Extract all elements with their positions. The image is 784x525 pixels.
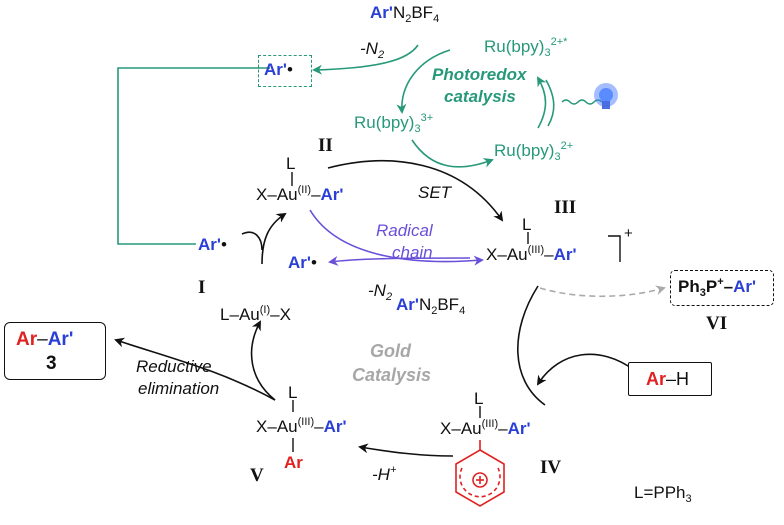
arrow-arene-to-IV (536, 353, 635, 386)
arenium-ring (455, 440, 505, 507)
photoredox-arrow-left (396, 49, 451, 114)
diazonium-to-radical-arrow (312, 44, 419, 75)
II-L: L (286, 154, 296, 173)
radical-chain-1: Radical (376, 221, 433, 240)
label-III: III (554, 197, 577, 218)
gold-label-2: Catalysis (352, 365, 432, 385)
reductive-label-2: elimination (138, 379, 220, 398)
II-complex: X–Au(II)–Ar' (256, 184, 344, 204)
IV-L: L (474, 389, 484, 408)
gold-label-1: Gold (370, 341, 411, 361)
V-aryl: Ar (284, 453, 303, 472)
arrow-III-to-IV (517, 285, 546, 406)
ru-ground: Ru(bpy)32+ (494, 140, 574, 163)
bond-lines (291, 172, 529, 452)
photoredox-arrow-right (536, 76, 547, 129)
arrow-IV-to-V (358, 443, 454, 457)
label-IV: IV (540, 457, 562, 478)
phosphonium-box (670, 270, 774, 306)
label-V: V (250, 465, 264, 486)
radical-chain-return (328, 255, 471, 266)
radical-transfer-line (117, 67, 270, 245)
arene-box (628, 362, 712, 396)
set-label: SET (418, 183, 452, 202)
ru-oxidized: Ru(bpy)33+ (354, 112, 434, 135)
arrow-radical-into-I (241, 231, 263, 251)
product-formula: Ar–Ar' (16, 329, 74, 350)
reductive-label-1: Reductive (136, 357, 212, 376)
diazonium-lower: Ar'N2BF4 (396, 295, 466, 317)
minus-h-label: -H+ (372, 464, 397, 484)
phosphonium: Ph3P+–Ar' (678, 276, 757, 299)
V-complex: X–Au(III)–Ar' (256, 416, 347, 436)
ru-excited: Ru(bpy)32+* (484, 36, 568, 59)
label-I: I (198, 277, 206, 298)
IV-complex: X–Au(III)–Ar' (440, 418, 531, 438)
aryl-radical-left: Ar'• (198, 235, 227, 254)
arene-formula: Ar–H (646, 369, 690, 389)
arrow-V-to-I (250, 320, 276, 401)
arrow-I-to-II (261, 212, 287, 265)
loss-n2-top: -N2 (360, 39, 385, 61)
III-complex: X–Au(III)–Ar' (486, 244, 577, 264)
product-box (4, 322, 106, 380)
III-bracket (608, 235, 621, 262)
radical-chain-2: chain (392, 243, 433, 262)
aryl-radical-chain: Ar'• (288, 253, 317, 272)
photoredox-arrow-right2 (545, 79, 555, 127)
photoredox-label-1: Photoredox (432, 65, 527, 84)
III-charge: + (624, 225, 633, 242)
label-VI: VI (706, 313, 728, 334)
arrow-II-to-III (327, 160, 504, 222)
label-II: II (318, 135, 333, 156)
photoredox-arrow-bottom (411, 139, 494, 168)
arrow-to-VI (539, 285, 666, 298)
product-number: 3 (46, 353, 57, 374)
loss-n2-lower: -N2 (368, 281, 393, 303)
radical-chain-arrow (309, 209, 484, 266)
aryl-radical-top: Ar'• (264, 60, 293, 79)
ligand-legend: L=PPh3 (634, 483, 692, 505)
aryl-radical-box (258, 55, 312, 87)
light-bulb-icon (594, 83, 618, 109)
III-L: L (522, 215, 532, 234)
arrow-reductive-elimination (114, 337, 276, 401)
I-complex: L–Au(I)–X (220, 304, 291, 324)
photoredox-label-2: catalysis (444, 87, 516, 106)
V-L: L (288, 383, 298, 402)
diazonium-top: Ar'N2BF4 (370, 3, 440, 25)
light-wave (561, 99, 603, 105)
